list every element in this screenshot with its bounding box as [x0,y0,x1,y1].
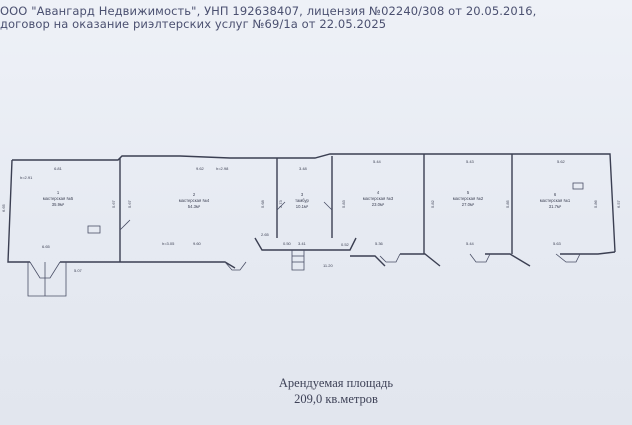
room-5-name: мастерская №2 [453,196,484,201]
dim-label: 2.65 [261,232,270,237]
dim-label: 0.52 [341,242,350,247]
dim-label: 11.20 [323,263,333,268]
plan-outer-wall-left [7,159,30,263]
dim-label: 3.48 [299,166,308,171]
plan-outer-wall-bottom-4 [485,253,531,267]
dim-label: 5.07 [74,268,83,273]
room-1-name: мастерская №5 [43,196,74,201]
dim-label: 5.62 [557,159,566,164]
room-6-area: 31.7м² [549,204,562,209]
room-2-area: 54.3м² [188,204,201,209]
plan-bay-2 [224,261,247,271]
room-5-num: 5 [467,190,470,195]
plan-door-3 [323,201,333,211]
dim-label: h=3.05 [162,241,175,246]
dim-label: 6.57 [616,199,621,208]
room-1-num: 1 [57,190,60,195]
room-3-name: тамбур [295,198,309,203]
dim-label: 5.44 [373,159,382,164]
dim-label: 5.83 [341,199,346,208]
plan-outer-wall-bottom [60,261,236,269]
room-2-name: мастерская №4 [179,198,210,203]
dim-label: 5.82 [430,199,435,208]
dim-label: 5.85 [505,199,510,208]
dim-label: 2.73 [278,199,283,208]
dim-label: h=2.98 [216,166,229,171]
plan-bay-3 [379,253,401,263]
dim-label: 9.60 [193,241,202,246]
plan-vestibule-step [291,250,305,271]
room-5-area: 27.0м² [462,202,475,207]
room-2-num: 2 [193,192,196,197]
dim-label: 5.68 [260,199,265,208]
dim-label: 3.41 [298,241,307,246]
dim-label: 5.36 [375,241,384,246]
room-4-name: мастерская №3 [363,196,394,201]
dim-label: 5.63 [553,241,562,246]
header-contract-line: договор на оказание риэлтерских услуг №6… [0,17,387,31]
dim-label: 5.86 [593,199,598,208]
dim-label: 5.67 [127,199,132,208]
dim-label: 5.67 [111,199,116,208]
plan-entrance-1 [27,262,67,297]
plan-bay-5 [555,253,581,263]
plan-outer-wall-bottom-2 [350,255,386,267]
rented-area-caption: Арендуемая площадь [278,376,394,390]
room-4-num: 4 [377,190,380,195]
room-3-num: 3 [301,192,304,197]
room-4-area: 23.0м² [372,202,385,207]
room-6-name: мастерская №1 [540,198,571,203]
plan-outer-wall-bottom-5 [560,251,616,255]
plan-outer-wall-bottom-3 [400,253,441,267]
room-1-area: 35.9м² [52,202,65,207]
dim-label: 6.81 [54,166,63,171]
plan-outer-wall-top [12,153,616,253]
dim-label: 6.65 [42,244,51,249]
room-6-num: 6 [554,192,557,197]
dim-label: 6.65 [1,203,6,212]
header-license-line: ООО "Авангард Недвижимость", УНП 1926384… [0,4,537,18]
plan-bay-4 [469,253,491,263]
dim-label: 9.62 [196,166,205,171]
plan-vestibule [254,237,357,251]
plan-fixture-1 [87,225,101,234]
plan-fixture-2 [572,182,584,190]
dim-label: 5.44 [466,241,475,246]
dim-label: h=2.91 [20,175,33,180]
plan-door-1 [119,219,131,231]
room-3-area: 10.1м² [296,204,309,209]
plan-door-2 [276,201,286,211]
dim-label: 5.43 [466,159,475,164]
dim-label: 0.50 [283,241,292,246]
rented-area-value: 209,0 кв.метров [294,392,378,406]
